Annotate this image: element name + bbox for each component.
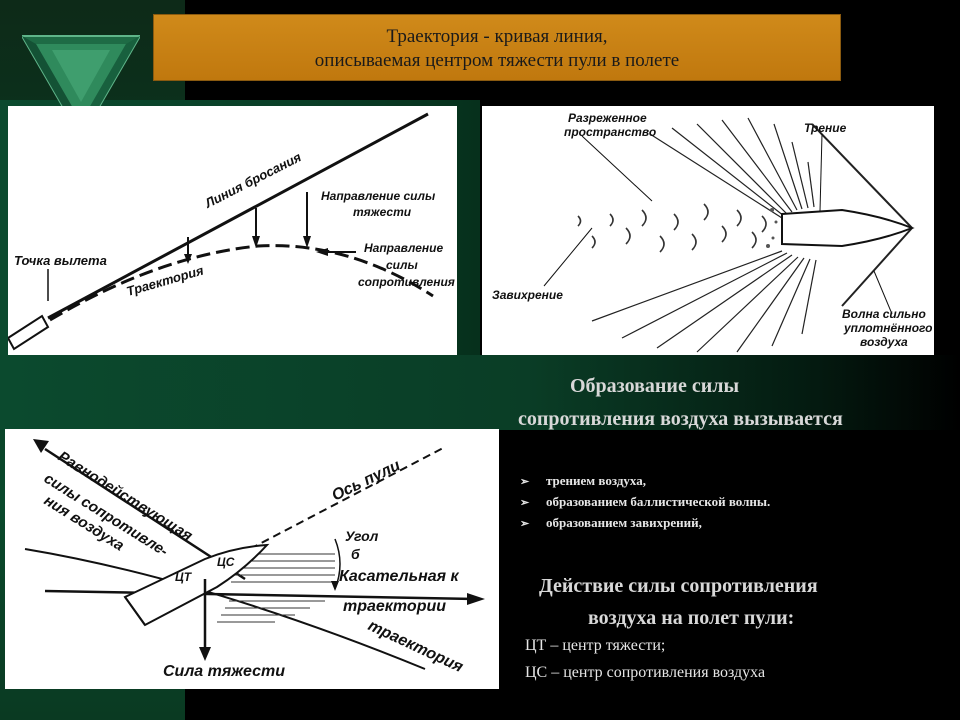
section1-heading-line-1: Образование силы [570,375,740,397]
rarefied-label-1: Разреженное [568,111,647,125]
definition-cs: ЦС – центр сопротивления воздуха [525,664,766,681]
gravity-direction-label-1: Направление силы [321,189,436,203]
launch-point-label: Точка вылета [14,253,107,268]
friction-label: Трение [804,121,847,135]
bullet-axis-label: Ось пули [329,457,403,505]
wave-label-2: уплотнённого [843,321,933,335]
list-item: ➢образованием завихрений, [520,512,770,533]
vortex-label: Завихрение [492,288,563,302]
tangent-label-2: траектории [343,598,446,615]
forces-diagram: Равнодействующая силы сопротивле- ния во… [5,429,499,689]
trajectory-diagram: Точка вылета Линия бросания Траектория Н… [8,106,457,355]
section1-heading-line-2: сопротивления воздуха вызывается [518,408,843,430]
trajectory-label-forces: траектория [365,617,466,676]
resistance-direction-label-1: Направление [364,241,443,255]
airflow-diagram: Разреженное пространство Трение Завихрен… [482,106,934,355]
section2-heading-line-1: Действие силы сопротивления [539,575,818,597]
title-line-1: Траектория - кривая линия, [386,26,608,47]
causes-list: ➢трением воздуха, ➢образованием баллисти… [520,470,770,533]
definition-ct: ЦТ – центр тяжести; [525,637,666,654]
title-banner: Траектория - кривая линия, описываемая ц… [153,14,841,81]
wave-label-1: Волна сильно [842,307,926,321]
background-green-band [0,355,960,430]
resistance-direction-label-3: сопротивления [358,275,455,289]
cs-label: ЦС [217,555,235,569]
bullet-arrow-icon: ➢ [520,518,530,530]
bullet-arrow-icon: ➢ [520,476,530,488]
gravity-direction-label-2: тяжести [353,205,412,219]
angle-label-2: б [351,546,360,562]
bullet-arrow-icon: ➢ [520,497,530,509]
section2-heading-line-2: воздуха на полет пули: [588,607,795,629]
wave-label-3: воздуха [860,335,908,349]
ct-label: ЦТ [175,570,193,584]
resistance-direction-label-2: силы [386,258,418,272]
line-of-departure-label: Линия бросания [202,149,304,211]
tangent-label-1: Касательная к [339,568,460,585]
gravity-force-label: Сила тяжести [163,663,285,680]
list-item: ➢образованием баллистической волны. [520,491,770,512]
title-line-2: описываемая центром тяжести пули в полет… [314,50,680,71]
list-item: ➢трением воздуха, [520,470,770,491]
rarefied-label-2: пространство [564,125,656,139]
angle-label-1: Угол [345,528,379,544]
